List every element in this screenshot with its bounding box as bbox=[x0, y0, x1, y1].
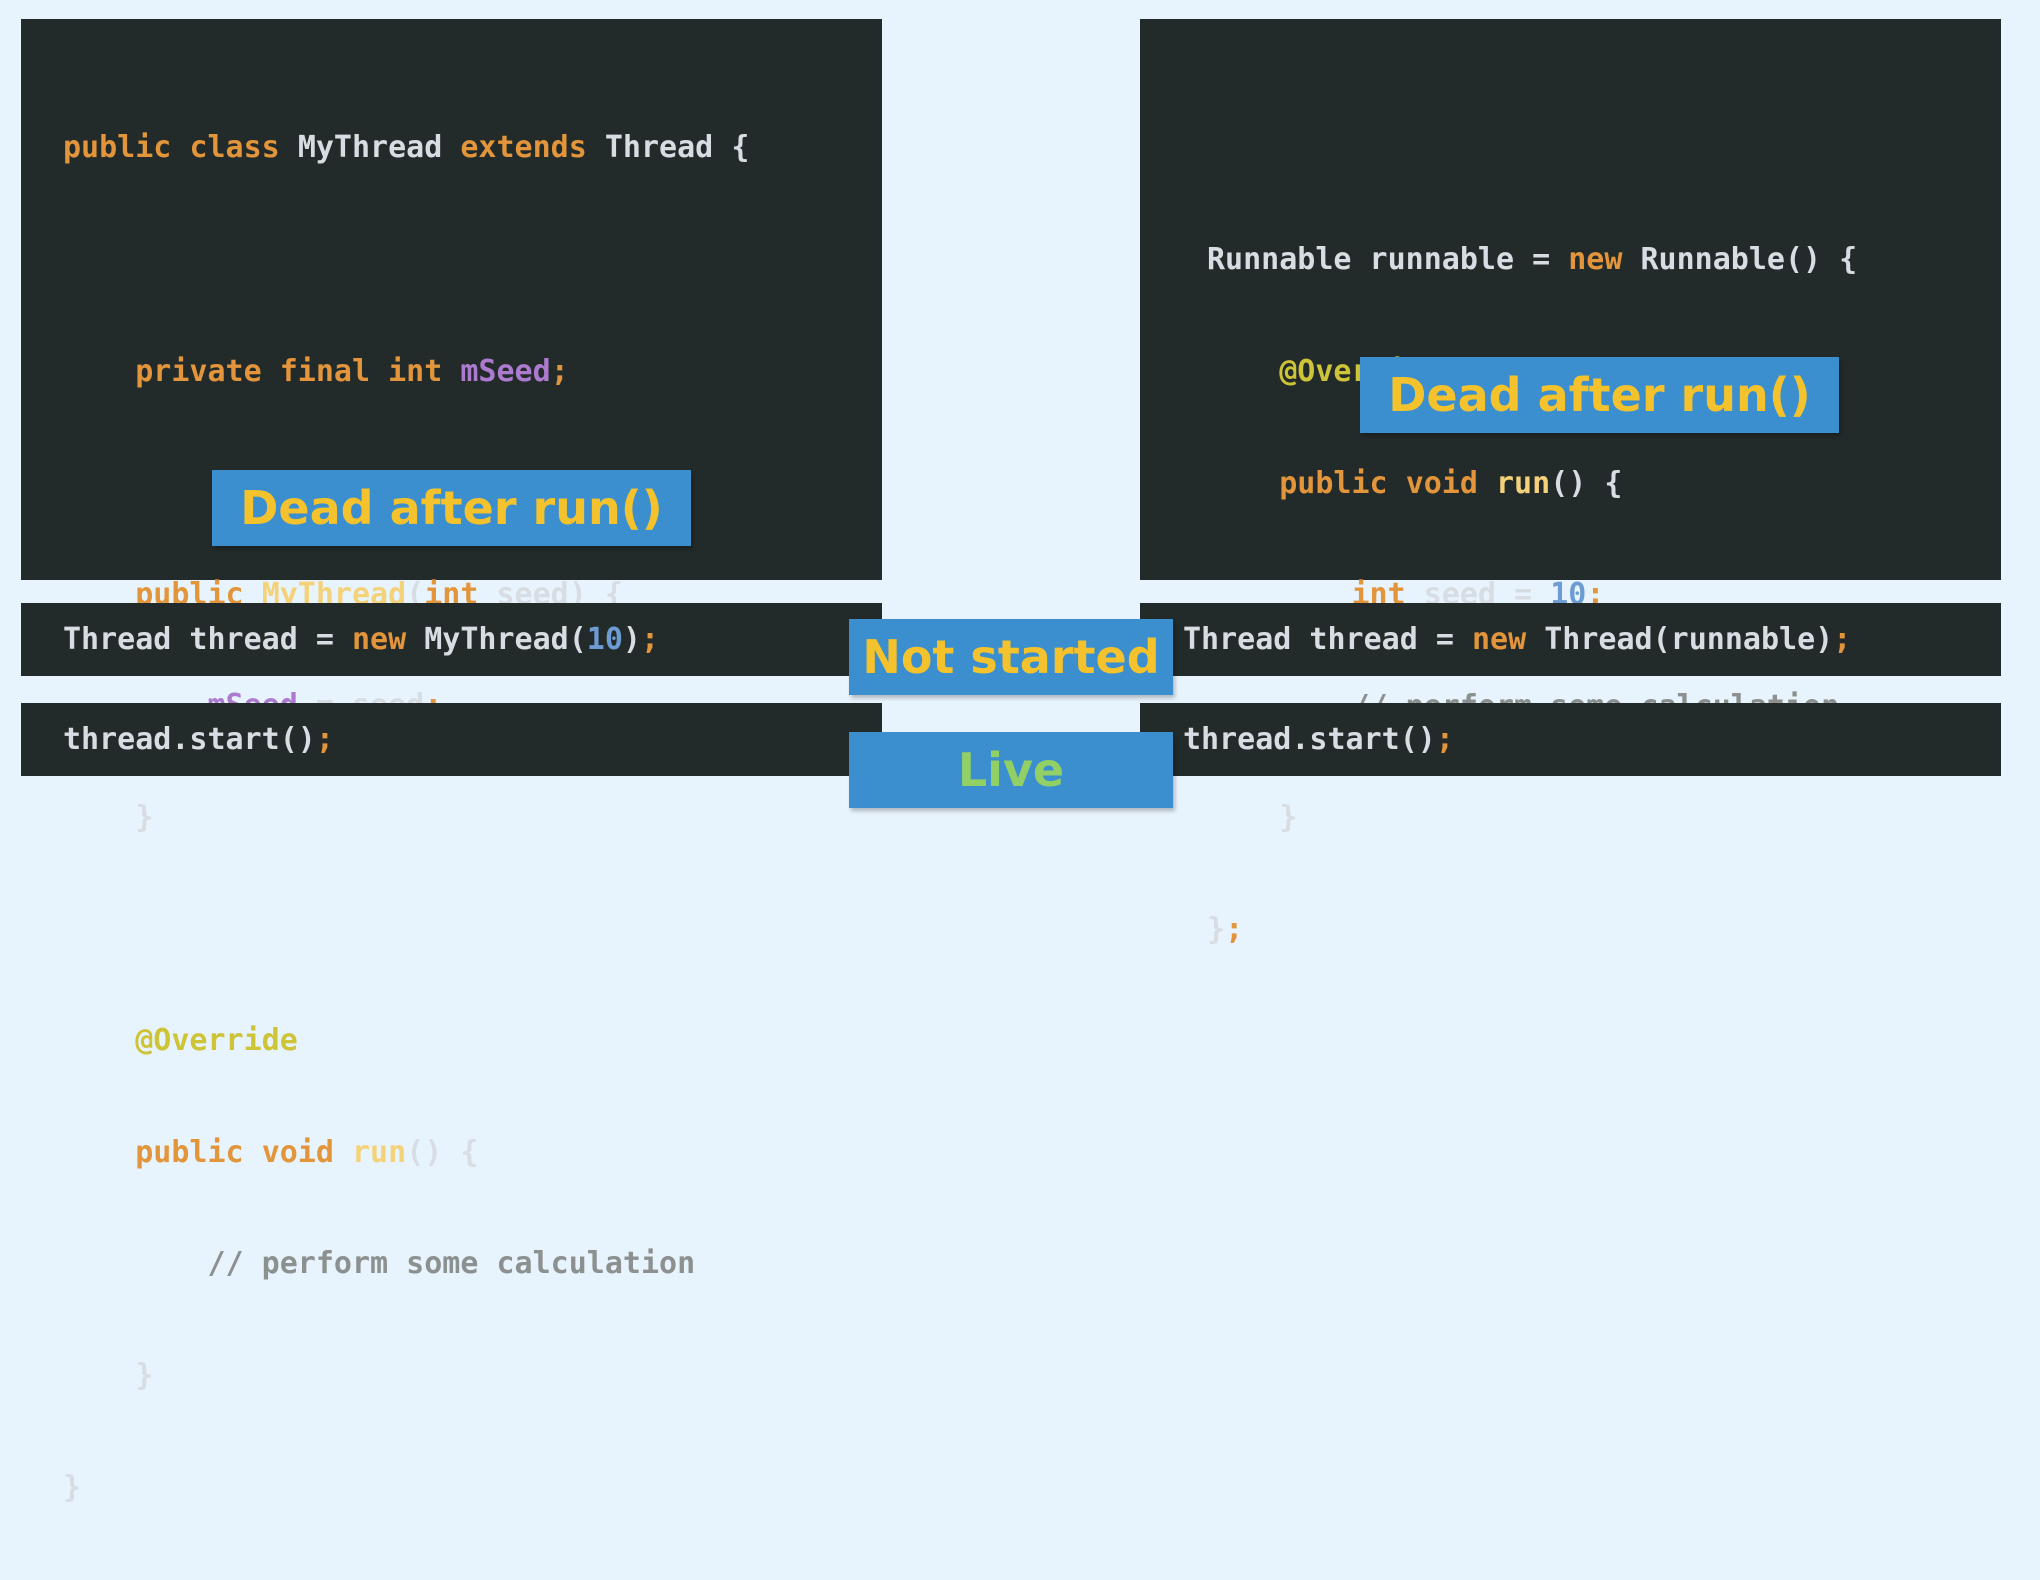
constructor-call: MyThread( bbox=[406, 622, 587, 657]
method-signature: () { bbox=[406, 1134, 479, 1170]
keyword: public bbox=[135, 1134, 244, 1170]
declaration: Thread thread = bbox=[63, 622, 352, 657]
class-declaration-line: public class MyThread extends Thread { bbox=[63, 129, 749, 166]
semicolon: ; bbox=[1435, 722, 1454, 757]
brace: } bbox=[63, 1469, 82, 1505]
field-line: private final int mSeed; bbox=[63, 353, 749, 390]
method-call: thread.start() bbox=[63, 722, 316, 757]
left-start-thread-panel: thread.start(); bbox=[21, 703, 882, 776]
method-name: run bbox=[1496, 465, 1551, 501]
run-method-line: public void run() { bbox=[63, 1134, 749, 1171]
brace: } bbox=[1279, 800, 1298, 836]
semicolon: ; bbox=[550, 353, 569, 389]
annotation: @Override bbox=[135, 1023, 298, 1059]
brace: } bbox=[135, 799, 154, 835]
close-brace-line: } bbox=[1207, 799, 1857, 836]
semicolon: ; bbox=[640, 622, 660, 657]
keyword: new bbox=[1471, 622, 1527, 657]
keyword: new bbox=[351, 622, 407, 657]
keyword: final bbox=[279, 353, 371, 389]
method-signature: () { bbox=[1550, 465, 1623, 501]
keyword: class bbox=[189, 130, 280, 166]
keyword: public bbox=[1279, 465, 1388, 501]
method-name: run bbox=[352, 1134, 407, 1170]
paren: ) bbox=[622, 622, 641, 657]
right-start-thread-code: thread.start(); bbox=[1183, 721, 1454, 758]
keyword: public bbox=[63, 130, 172, 166]
class-name: MyThread bbox=[297, 130, 443, 166]
keyword: new bbox=[1568, 242, 1623, 278]
left-code-block: public class MyThread extends Thread { p… bbox=[63, 55, 749, 1580]
method-call: thread.start() bbox=[1183, 722, 1436, 757]
live-label: Live bbox=[849, 732, 1173, 808]
semicolon: ; bbox=[1833, 622, 1852, 657]
semicolon: ; bbox=[315, 722, 334, 757]
constructor-call: Thread(runnable) bbox=[1526, 622, 1834, 657]
keyword: int bbox=[388, 353, 443, 389]
field-name: mSeed bbox=[460, 353, 551, 389]
annotation-line: @Override bbox=[63, 1022, 749, 1059]
comment: // perform some calculation bbox=[207, 1246, 696, 1282]
close-brace-line: } bbox=[63, 1469, 749, 1506]
left-create-thread-panel: Thread thread = new MyThread(10); bbox=[21, 603, 882, 676]
close-brace-line: } bbox=[63, 799, 749, 836]
declaration: Runnable runnable = bbox=[1207, 242, 1551, 278]
semicolon: ; bbox=[1225, 911, 1244, 947]
runnable-declaration-line: Runnable runnable = new Runnable() { bbox=[1207, 241, 1857, 278]
keyword: void bbox=[1405, 465, 1478, 501]
not-started-label: Not started bbox=[849, 619, 1173, 695]
left-start-thread-code: thread.start(); bbox=[63, 721, 334, 758]
blank-line bbox=[63, 241, 749, 278]
right-code-block: Runnable runnable = new Runnable() { @Ov… bbox=[1207, 167, 1857, 1023]
brace: } bbox=[1207, 911, 1226, 947]
keyword: extends bbox=[460, 130, 587, 166]
constructor-call: Runnable() { bbox=[1640, 242, 1858, 278]
number-literal: 10 bbox=[586, 622, 623, 657]
keyword: void bbox=[261, 1134, 334, 1170]
dead-after-run-label-right: Dead after run() bbox=[1360, 357, 1839, 433]
declaration: Thread thread = bbox=[1183, 622, 1472, 657]
dead-after-run-label-left: Dead after run() bbox=[212, 470, 691, 546]
right-create-thread-code: Thread thread = new Thread(runnable); bbox=[1183, 621, 1851, 658]
brace: { bbox=[731, 130, 750, 166]
right-create-thread-panel: Thread thread = new Thread(runnable); bbox=[1140, 603, 2001, 676]
comment-line: // perform some calculation bbox=[63, 1245, 749, 1282]
right-start-thread-panel: thread.start(); bbox=[1140, 703, 2001, 776]
brace: } bbox=[135, 1357, 154, 1393]
right-code-panel: Runnable runnable = new Runnable() { @Ov… bbox=[1140, 19, 2001, 947]
run-method-line: public void run() { bbox=[1207, 465, 1857, 502]
close-brace-line: }; bbox=[1207, 911, 1857, 948]
keyword: private bbox=[135, 353, 262, 389]
blank-line bbox=[63, 911, 749, 948]
parent-class: Thread bbox=[604, 130, 714, 166]
close-brace-line: } bbox=[63, 1357, 749, 1394]
left-create-thread-code: Thread thread = new MyThread(10); bbox=[63, 621, 659, 658]
